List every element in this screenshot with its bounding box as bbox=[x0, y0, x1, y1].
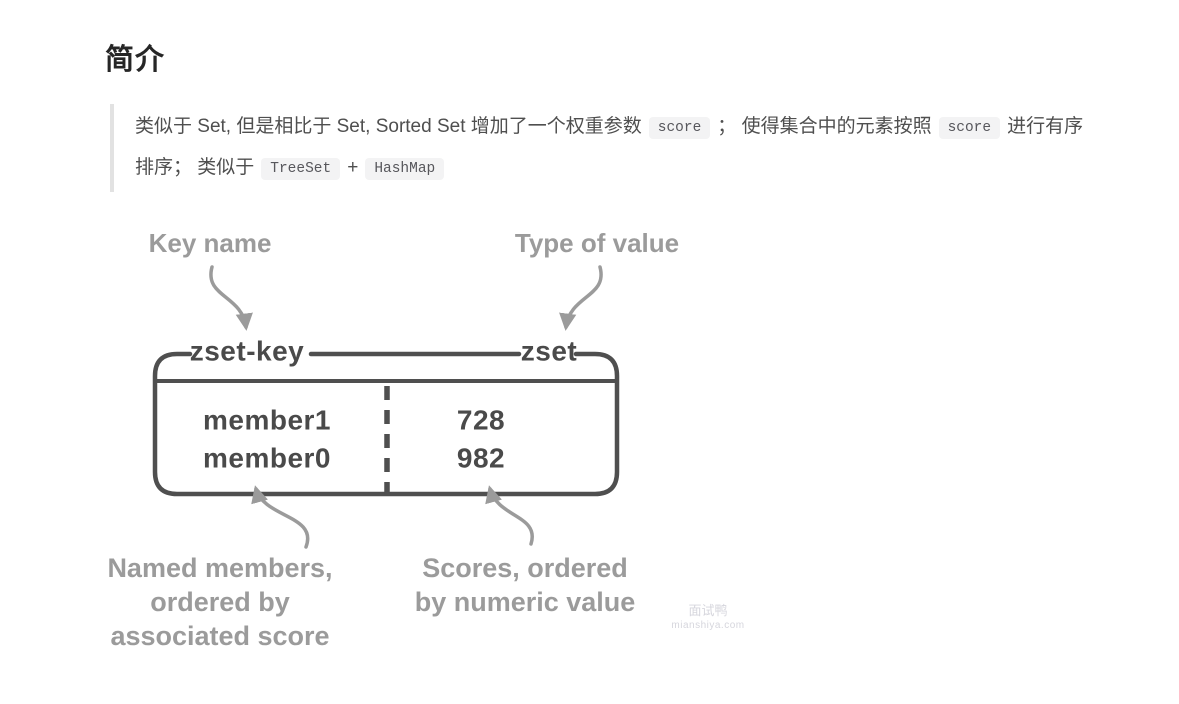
scores-note-line-1: Scores, ordered bbox=[422, 553, 628, 583]
quote-plus-sign: + bbox=[347, 157, 359, 178]
scores-note-line-2: by numeric value bbox=[415, 587, 636, 617]
member-cell-1: member1 bbox=[203, 405, 331, 436]
members-note-line-1: Named members, bbox=[107, 553, 332, 583]
article: 简介 类似于 Set, 但是相比于 Set, Sorted Set 增加了一个权… bbox=[0, 0, 1179, 192]
type-of-value-label: Type of value bbox=[515, 228, 679, 258]
quote-text-4: 排序； 类似于 bbox=[135, 157, 255, 178]
site-watermark: 面试鸭 mianshiya.com bbox=[658, 603, 758, 633]
quote-text-2: ； 使得集合中的元素按照 bbox=[717, 116, 932, 137]
quote-text-3: 进行有序 bbox=[1007, 116, 1084, 137]
members-note-line-3: associated score bbox=[110, 621, 329, 651]
page-title: 简介 bbox=[105, 44, 166, 76]
score-cell-2: 982 bbox=[457, 443, 505, 474]
intro-quote: 类似于 Set, 但是相比于 Set, Sorted Set 增加了一个权重参数… bbox=[110, 104, 1179, 192]
quote-text-1: 类似于 Set, 但是相比于 Set, Sorted Set 增加了一个权重参数 bbox=[135, 116, 642, 137]
inline-code-score-1: score bbox=[648, 117, 711, 139]
score-cell-1: 728 bbox=[457, 405, 505, 436]
inline-code-treeset: TreeSet bbox=[261, 158, 341, 180]
members-note-line-2: ordered by bbox=[150, 587, 290, 617]
key-name-arrow bbox=[209, 265, 253, 331]
inline-code-hashmap: HashMap bbox=[365, 158, 445, 180]
zset-structure-diagram: Key name Type of value zset-key zset mem… bbox=[90, 215, 690, 660]
members-note-arrow bbox=[251, 485, 310, 549]
quote-line-1: 类似于 Set, 但是相比于 Set, Sorted Set 增加了一个权重参数… bbox=[135, 107, 1179, 148]
quote-line-2: 排序； 类似于 TreeSet + HashMap bbox=[135, 148, 1179, 189]
type-of-value-arrow bbox=[559, 265, 603, 331]
zset-key-text: zset-key bbox=[190, 336, 305, 367]
scores-note-arrow bbox=[485, 485, 534, 546]
zset-diagram-canvas: Key name Type of value zset-key zset mem… bbox=[107, 228, 679, 651]
key-name-label: Key name bbox=[149, 228, 272, 258]
watermark-brand-text: 面试鸭 bbox=[688, 603, 728, 618]
zset-type-text: zset bbox=[521, 336, 577, 367]
member-cell-2: member0 bbox=[203, 443, 331, 474]
watermark-domain-text: mianshiya.com bbox=[671, 620, 745, 631]
inline-code-score-2: score bbox=[938, 117, 1001, 139]
